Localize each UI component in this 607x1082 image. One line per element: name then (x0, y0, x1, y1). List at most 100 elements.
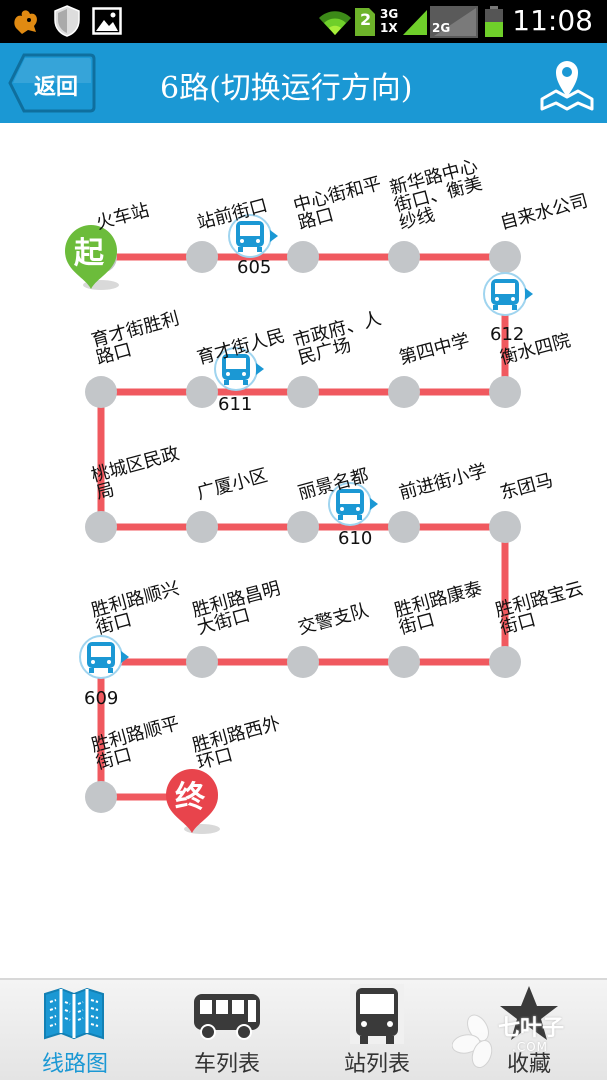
stop-dot[interactable] (489, 646, 521, 678)
image-notification-icon (92, 7, 122, 35)
sim-card-icon (355, 8, 375, 36)
bus-light (240, 239, 244, 243)
bus-direction-arrow (121, 651, 129, 663)
bus-number: 612 (490, 324, 525, 345)
shield-icon (54, 5, 80, 37)
watermark-subtext: .COM (512, 1040, 548, 1054)
stop-dot[interactable] (186, 376, 218, 408)
stop-dot[interactable] (489, 241, 521, 273)
watermark-text: 七叶子 (498, 1016, 565, 1041)
back-button[interactable]: 返回 (8, 53, 96, 113)
bus-light (107, 660, 111, 664)
bus-marker[interactable] (328, 482, 378, 526)
stop-dot[interactable] (489, 376, 521, 408)
nav-route-map-label: 线路图 (41, 1052, 108, 1077)
bus-wheel (493, 305, 498, 310)
stop-dot[interactable] (287, 511, 319, 543)
bus-light (356, 507, 360, 511)
stop-dot[interactable] (85, 781, 117, 813)
header: 返回 6路(切换运行方向) (0, 43, 607, 123)
bus-marker[interactable] (483, 272, 533, 316)
bus-number: 605 (237, 257, 272, 278)
bus-number: 611 (218, 394, 253, 415)
start-marker-label: 起 (74, 236, 104, 271)
squirrel-app-icon (14, 10, 37, 34)
bus-light (226, 372, 230, 376)
signal-strength-2-icon (430, 6, 478, 38)
stop-dot[interactable] (85, 511, 117, 543)
stop-dot[interactable] (388, 646, 420, 678)
route-diagram (65, 214, 533, 834)
watermark-logo-icon (452, 1014, 493, 1069)
bus-number: 610 (338, 528, 373, 549)
nav-favorites[interactable]: 收藏 (454, 980, 604, 1082)
start-marker (65, 225, 119, 290)
bus-wheel (89, 668, 94, 673)
bus-window (240, 225, 260, 236)
clock: 11:08 (512, 4, 593, 37)
bus-window (495, 283, 515, 294)
stop-dot[interactable] (388, 241, 420, 273)
bus-number: 609 (84, 688, 119, 709)
bus-window (226, 358, 246, 369)
bus-light (340, 507, 344, 511)
stop-dot[interactable] (489, 511, 521, 543)
signal-strength-1-icon (403, 10, 427, 35)
battery-icon (485, 6, 503, 37)
stop-dot[interactable] (388, 511, 420, 543)
bus-marker[interactable] (214, 347, 264, 391)
bus-direction-arrow (270, 230, 278, 242)
end-marker (166, 769, 220, 834)
bus-wheel (257, 247, 262, 252)
bus-direction-arrow (370, 498, 378, 510)
stop-dot[interactable] (287, 376, 319, 408)
pin-shape (166, 769, 218, 833)
pin-shape (65, 225, 117, 289)
bus-wheel (238, 247, 243, 252)
bus-light (495, 297, 499, 301)
stop-dot[interactable] (186, 646, 218, 678)
bus-wheel (243, 380, 248, 385)
bus-wheel (512, 305, 517, 310)
stop-dot[interactable] (388, 376, 420, 408)
bus-wheel (357, 515, 362, 520)
bus-light (256, 239, 260, 243)
star-icon (500, 986, 558, 1040)
nav-favorites-label: 收藏 (506, 1052, 551, 1077)
back-button-label: 返回 (34, 75, 79, 100)
wifi-icon (319, 11, 351, 35)
nav-stop-list[interactable]: 站列表 (302, 980, 452, 1082)
page-title[interactable]: 6路(切换运行方向) (160, 71, 413, 106)
bus-light (242, 372, 246, 376)
bus-side-icon (194, 994, 260, 1040)
bottom-nav: 线路图 车列表 站列表 收藏 (0, 978, 607, 1080)
back-arrow-shape (8, 53, 96, 113)
bus-direction-arrow (256, 363, 264, 375)
bus-marker[interactable] (228, 214, 278, 258)
bus-front-icon (350, 984, 404, 1044)
nav-stop-list-label: 站列表 (343, 1052, 410, 1077)
stop-dot[interactable] (186, 241, 218, 273)
status-bar: 2 3G 1X 2G 11:08 (0, 0, 607, 43)
map-location-icon[interactable] (540, 55, 594, 111)
bus-marker[interactable] (79, 635, 129, 679)
bus-light (511, 297, 515, 301)
bus-wheel (338, 515, 343, 520)
bus-window (340, 493, 360, 504)
nav-bus-list-label: 车列表 (193, 1052, 260, 1077)
network-2g-label: 2G (432, 21, 451, 35)
bus-light (91, 660, 95, 664)
stop-dot[interactable] (287, 646, 319, 678)
map-icon (44, 988, 104, 1040)
bus-direction-arrow (525, 288, 533, 300)
nav-bus-list[interactable]: 车列表 (152, 980, 302, 1082)
stop-dot[interactable] (287, 241, 319, 273)
end-marker-label: 终 (175, 780, 205, 815)
bus-wheel (224, 380, 229, 385)
nav-route-map[interactable]: 线路图 (0, 980, 150, 1082)
sim-slot-number: 2 (360, 10, 372, 29)
bus-window (91, 646, 111, 657)
bus-wheel (108, 668, 113, 673)
stop-dot[interactable] (186, 511, 218, 543)
stop-dot[interactable] (85, 376, 117, 408)
